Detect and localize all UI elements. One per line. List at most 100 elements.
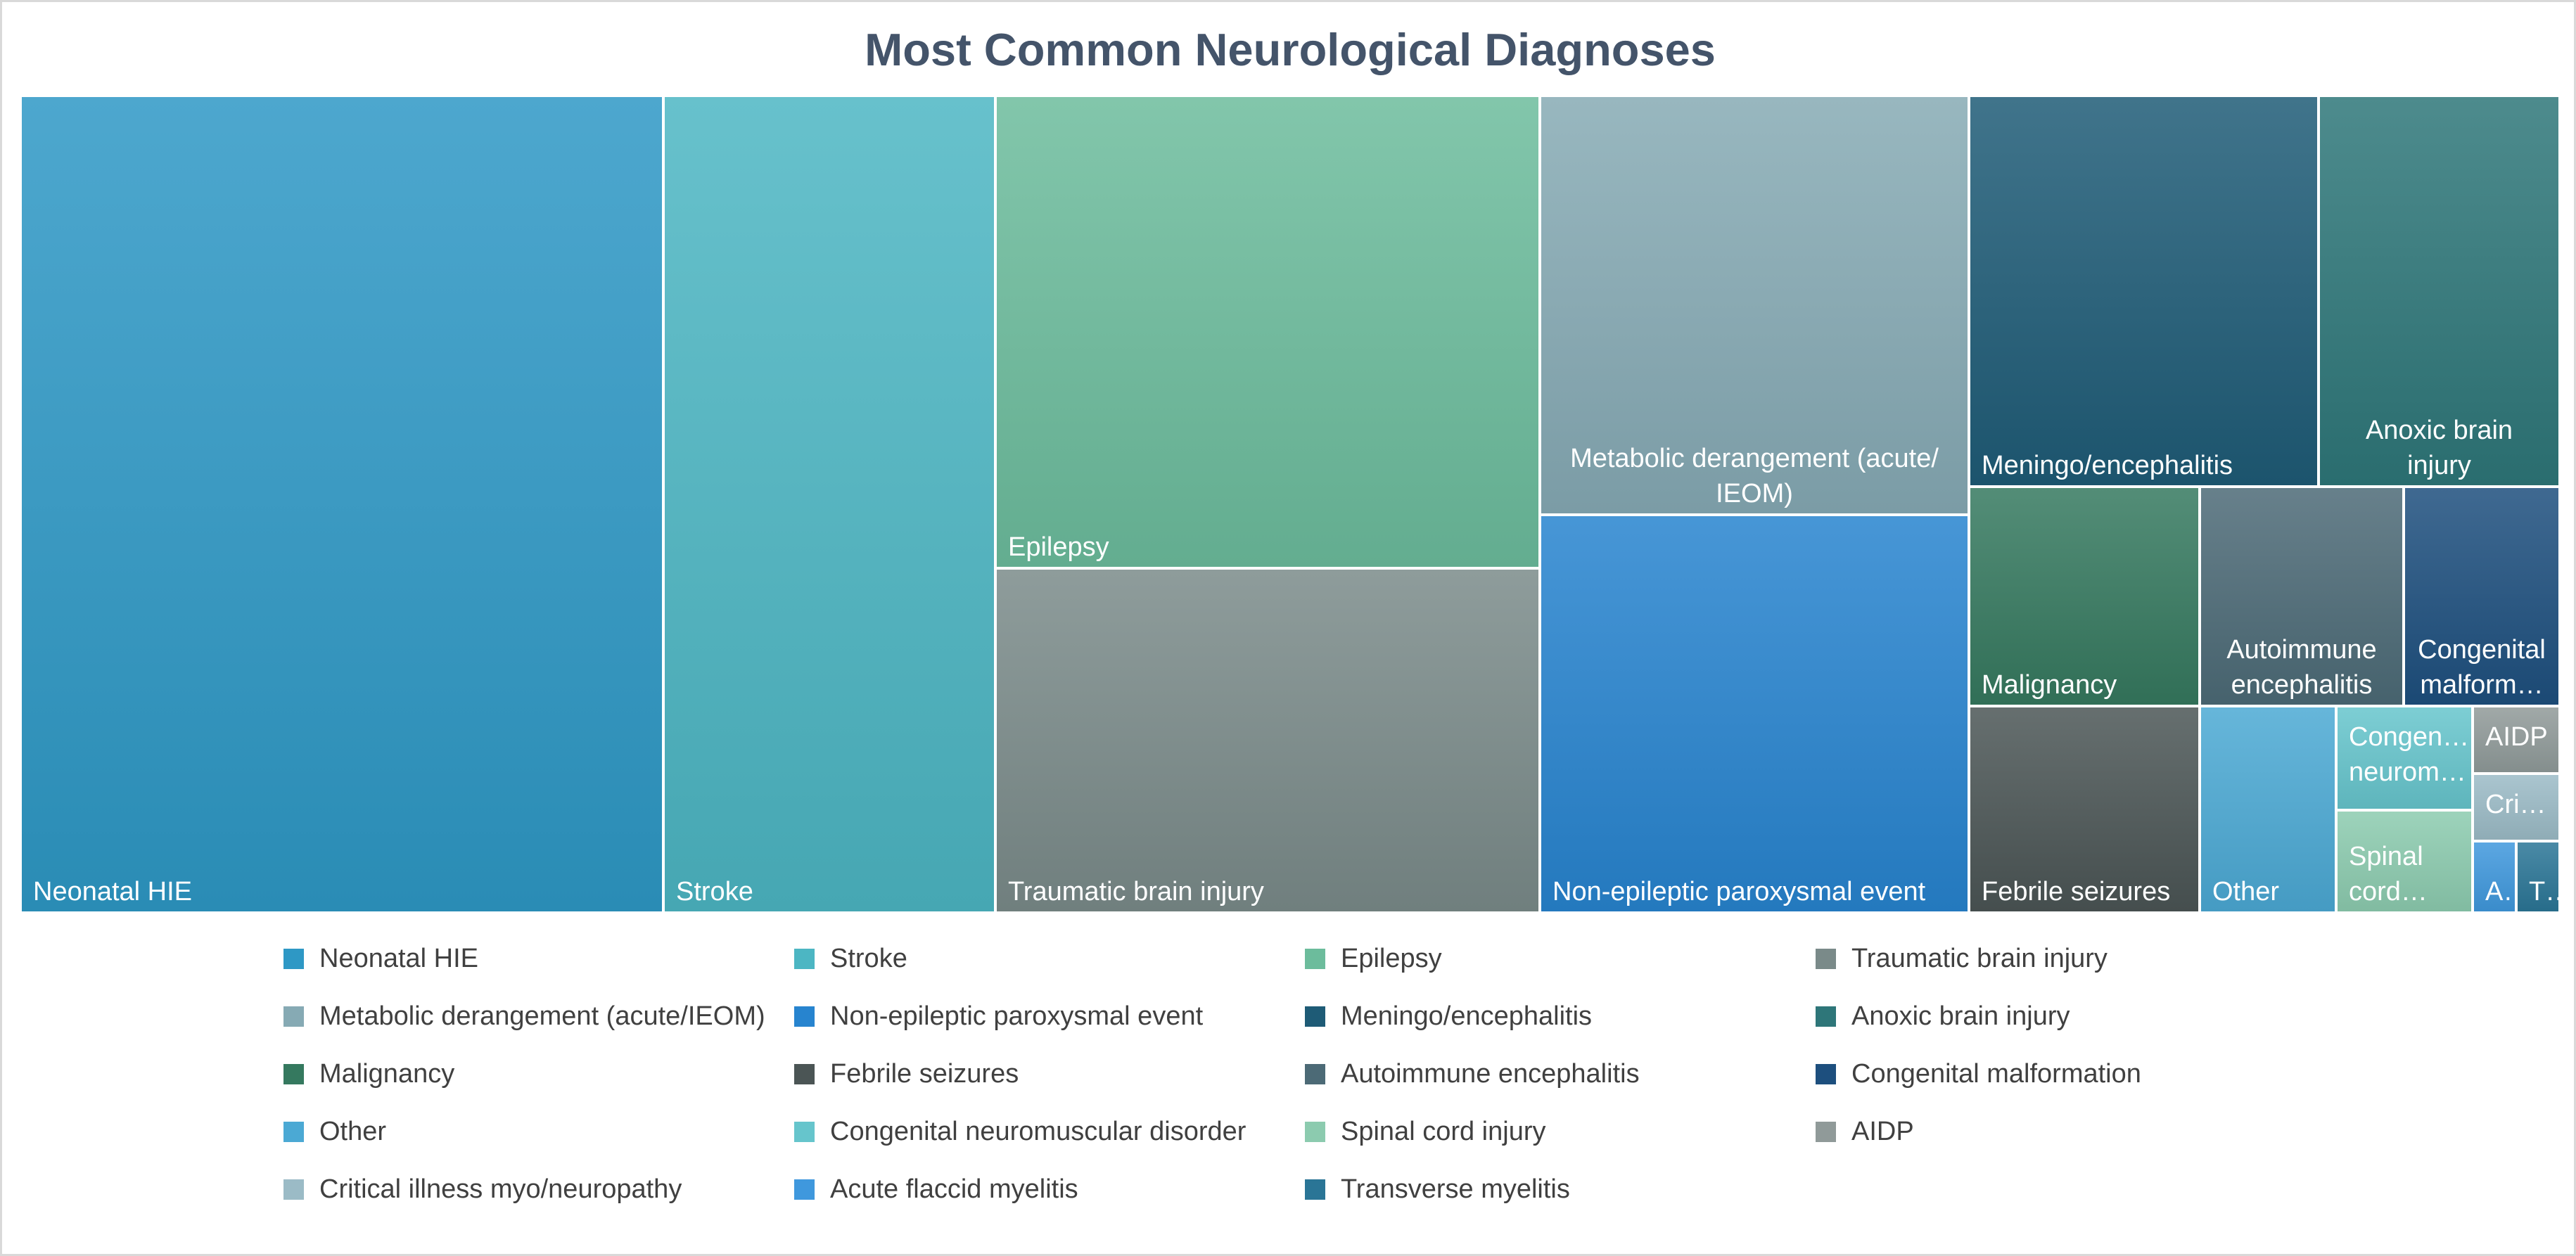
legend-swatch — [794, 1063, 815, 1084]
tile-label-non-epileptic-paroxysmal-event: Non-epileptic paroxysmal event — [1552, 877, 1926, 906]
legend-item-metabolic-derangement-acute-ieom[interactable]: Metabolic derangement (acute/IEOM) — [283, 995, 765, 1037]
tile-rect-aidp[interactable] — [2474, 707, 2558, 772]
tile-label-neonatal-hie: Neonatal HIE — [33, 877, 192, 906]
legend-label: Neonatal HIE — [319, 943, 479, 973]
tile-rect-anoxic-brain-injury[interactable] — [2320, 97, 2558, 485]
legend-item-traumatic-brain-injury[interactable]: Traumatic brain injury — [1816, 937, 2108, 980]
legend-item-aidp[interactable]: AIDP — [1816, 1110, 1914, 1153]
tile-febrile-seizures[interactable]: Febrile seizures — [1970, 707, 2198, 911]
legend-swatch — [1305, 1121, 1325, 1142]
tile-label-stroke: Stroke — [676, 877, 753, 906]
tile-rect-meningo-encephalitis[interactable] — [1970, 97, 2317, 485]
tile-rect-stroke[interactable] — [665, 97, 994, 911]
legend-label: Other — [319, 1116, 387, 1146]
legend-label: Anoxic brain injury — [1851, 1001, 2070, 1031]
tile-label-congenital-neuromuscular-disorder: Congen…neurom… — [2349, 722, 2469, 787]
tile-rect-neonatal-hie[interactable] — [22, 97, 662, 911]
tile-malignancy[interactable]: Malignancy — [1970, 488, 2198, 705]
tile-rect-metabolic-derangement-acute-ieom[interactable] — [1541, 97, 1968, 513]
legend-swatch — [283, 1006, 304, 1027]
legend-label: Meningo/encephalitis — [1341, 1001, 1593, 1031]
tile-label-febrile-seizures: Febrile seizures — [1982, 877, 2170, 906]
tile-meningo-encephalitis[interactable]: Meningo/encephalitis — [1970, 97, 2317, 485]
legend-label: Febrile seizures — [830, 1058, 1019, 1089]
legend-swatch — [1816, 948, 1836, 969]
tile-label-transverse-myelitis: T… — [2529, 877, 2560, 906]
tile-label-meningo-encephalitis: Meningo/encephalitis — [1982, 451, 2233, 480]
tile-label-other: Other — [2212, 877, 2279, 906]
legend-label: Metabolic derangement (acute/IEOM) — [319, 1001, 765, 1031]
tile-rect-autoimmune-encephalitis[interactable] — [2201, 488, 2402, 705]
legend-swatch — [1305, 1063, 1325, 1084]
legend-label: Autoimmune encephalitis — [1341, 1058, 1640, 1089]
legend-item-other[interactable]: Other — [283, 1110, 386, 1153]
tile-transverse-myelitis[interactable]: T… — [2518, 842, 2560, 911]
legend-swatch — [794, 948, 815, 969]
tile-label-metabolic-derangement-acute-ieom: Metabolic derangement (acute/IEOM) — [1570, 444, 1939, 508]
tile-neonatal-hie[interactable]: Neonatal HIE — [22, 97, 662, 911]
legend-item-acute-flaccid-myelitis[interactable]: Acute flaccid myelitis — [794, 1168, 1078, 1210]
legend-item-neonatal-hie[interactable]: Neonatal HIE — [283, 937, 478, 980]
legend-item-febrile-seizures[interactable]: Febrile seizures — [794, 1053, 1019, 1095]
chart-title: Most Common Neurological Diagnoses — [865, 24, 1716, 75]
tile-traumatic-brain-injury[interactable]: Traumatic brain injury — [997, 570, 1538, 911]
tile-rect-malignancy[interactable] — [1970, 488, 2198, 705]
legend-swatch — [1816, 1063, 1836, 1084]
legend-swatch — [794, 1179, 815, 1200]
tile-metabolic-derangement-acute-ieom[interactable]: Metabolic derangement (acute/IEOM) — [1541, 97, 1968, 513]
tile-rect-spinal-cord-injury[interactable] — [2338, 812, 2471, 911]
legend-label: Critical illness myo/neuropathy — [319, 1174, 682, 1204]
tile-rect-epilepsy[interactable] — [997, 97, 1538, 567]
tile-rect-acute-flaccid-myelitis[interactable] — [2474, 842, 2515, 911]
legend-swatch — [794, 1006, 815, 1027]
legend-label: Congenital neuromuscular disorder — [830, 1116, 1246, 1146]
legend-item-spinal-cord-injury[interactable]: Spinal cord injury — [1305, 1110, 1545, 1153]
legend-swatch — [1305, 948, 1325, 969]
tile-rect-congenital-neuromuscular-disorder[interactable] — [2338, 707, 2471, 809]
legend-label: Malignancy — [319, 1058, 455, 1089]
tile-non-epileptic-paroxysmal-event[interactable]: Non-epileptic paroxysmal event — [1541, 516, 1968, 911]
tile-epilepsy[interactable]: Epilepsy — [997, 97, 1538, 567]
legend-swatch — [283, 1121, 304, 1142]
legend-item-congenital-neuromuscular-disorder[interactable]: Congenital neuromuscular disorder — [794, 1110, 1246, 1153]
legend-item-critical-illness-myo-neuropathy[interactable]: Critical illness myo/neuropathy — [283, 1168, 682, 1210]
tile-rect-congenital-malformation[interactable] — [2405, 488, 2558, 705]
legend-label: Acute flaccid myelitis — [830, 1174, 1078, 1204]
legend-item-non-epileptic-paroxysmal-event[interactable]: Non-epileptic paroxysmal event — [794, 995, 1203, 1037]
legend-item-congenital-malformation[interactable]: Congenital malformation — [1816, 1053, 2141, 1095]
tile-other[interactable]: Other — [2201, 707, 2335, 911]
legend-label: AIDP — [1851, 1116, 1914, 1146]
tile-rect-other[interactable] — [2201, 707, 2335, 911]
tile-congenital-neuromuscular-disorder[interactable]: Congen…neurom… — [2338, 707, 2471, 809]
legend-item-transverse-myelitis[interactable]: Transverse myelitis — [1305, 1168, 1570, 1210]
legend-item-meningo-encephalitis[interactable]: Meningo/encephalitis — [1305, 995, 1592, 1037]
tile-aidp[interactable]: AIDP — [2474, 707, 2558, 772]
legend-item-malignancy[interactable]: Malignancy — [283, 1053, 454, 1095]
legend-swatch — [283, 1063, 304, 1084]
tile-rect-traumatic-brain-injury[interactable] — [997, 570, 1538, 911]
tile-stroke[interactable]: Stroke — [665, 97, 994, 911]
legend-item-stroke[interactable]: Stroke — [794, 937, 907, 980]
legend-swatch — [1305, 1179, 1325, 1200]
tile-critical-illness-myo-neuropathy[interactable]: Cri… — [2474, 775, 2558, 840]
legend-label: Congenital malformation — [1851, 1058, 2141, 1089]
legend-item-autoimmune-encephalitis[interactable]: Autoimmune encephalitis — [1305, 1053, 1640, 1095]
legend-item-anoxic-brain-injury[interactable]: Anoxic brain injury — [1816, 995, 2070, 1037]
tile-rect-non-epileptic-paroxysmal-event[interactable] — [1541, 516, 1968, 911]
legend-swatch — [283, 1179, 304, 1200]
legend-swatch — [794, 1121, 815, 1142]
tile-rect-transverse-myelitis[interactable] — [2518, 842, 2558, 911]
tile-rect-febrile-seizures[interactable] — [1970, 707, 2198, 911]
tile-rect-critical-illness-myo-neuropathy[interactable] — [2474, 775, 2558, 840]
legend: Neonatal HIE Stroke Epilepsy Traumatic brai… — [283, 937, 2323, 1233]
legend-item-epilepsy[interactable]: Epilepsy — [1305, 937, 1442, 980]
